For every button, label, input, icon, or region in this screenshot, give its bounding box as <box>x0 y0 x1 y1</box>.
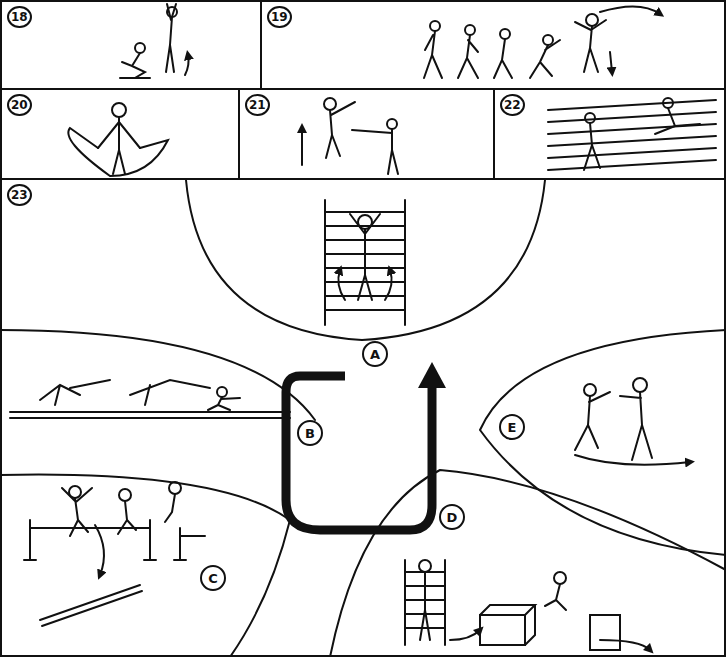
frog-jump-figures <box>10 380 290 418</box>
station-letter: C <box>208 572 218 585</box>
circuit-arrow <box>286 376 432 530</box>
station-circle: B <box>297 420 323 446</box>
exercise-panel: 22 <box>493 88 726 180</box>
station-circle: D <box>439 504 465 530</box>
station-circle: C <box>200 565 226 591</box>
station-letter: A <box>370 348 380 361</box>
callout-number: 23 <box>7 184 32 206</box>
station-letter: E <box>508 421 517 434</box>
station-circle: E <box>499 414 525 440</box>
circuit-arrowhead <box>418 362 446 388</box>
squat-jump-figure <box>120 4 189 78</box>
wall-and-box-figures <box>405 560 650 650</box>
callout-number: 21 <box>245 94 270 116</box>
callout-number: 18 <box>7 6 32 28</box>
partner-jump-figures <box>302 98 398 174</box>
station-letter: B <box>305 427 315 440</box>
wall-bars-figure <box>325 200 405 325</box>
callout-number: 19 <box>267 6 292 28</box>
stair-hurdle-figures <box>548 98 716 170</box>
exercise-panel: 19 <box>260 0 726 90</box>
exercise-panel: 18 <box>0 0 262 90</box>
exercise-panel: 20 <box>0 88 240 180</box>
run-up-jump-figures <box>424 6 660 78</box>
station-letter: D <box>447 511 458 524</box>
hurdle-jump-figures <box>24 482 205 626</box>
callout-number: 20 <box>7 94 32 116</box>
exercise-panel: 23A B E C D <box>0 178 726 657</box>
partner-pass-figures <box>575 378 690 465</box>
rope-skipping-figure <box>68 103 168 176</box>
exercise-panel: 21 <box>238 88 495 180</box>
station-circle: A <box>362 341 388 367</box>
callout-number: 22 <box>500 94 525 116</box>
station-area-outlines <box>0 180 726 657</box>
